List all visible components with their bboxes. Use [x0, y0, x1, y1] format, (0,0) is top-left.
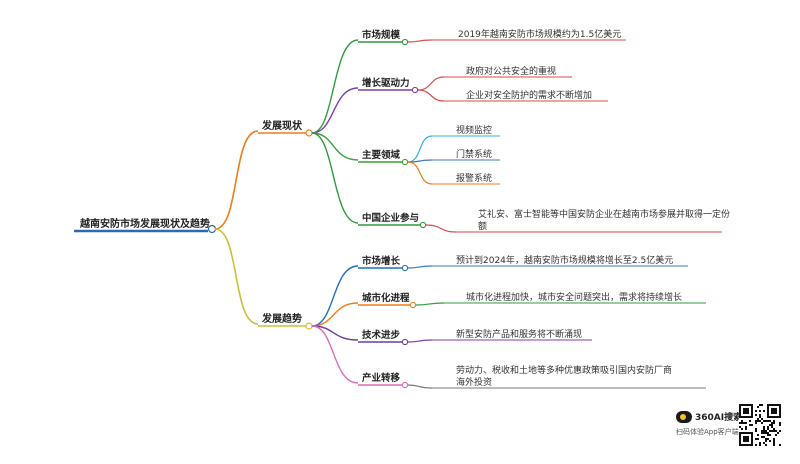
leaf-alarm-system: 报警系统	[432, 172, 500, 185]
node-label: 市场增长	[362, 255, 401, 267]
leaf-text: 艾礼安、富士智能等中国安防企业在越南市场参展并取得一定份额	[478, 208, 730, 232]
brand-tagline: 扫码体验App客户端	[676, 428, 739, 436]
branch-label: 发展趋势	[261, 312, 302, 325]
leaf-text: 门禁系统	[456, 148, 492, 160]
branch-current-status[interactable]: 发展现状	[258, 119, 313, 137]
node-growth-drivers[interactable]: 增长驱动力	[358, 77, 419, 94]
leaf-market-growth: 预计到2024年，越南安防市场规模将增长至2.5亿美元	[432, 254, 688, 267]
node-label: 市场规模	[362, 29, 401, 41]
leaf-text-line: 海外投资	[456, 376, 492, 388]
leaf-text: 新型安防产品和服务将不断涌现	[456, 328, 582, 340]
brand-name: 360AI搜索	[695, 413, 743, 423]
node-urbanization[interactable]: 城市化进程	[358, 292, 417, 309]
leaf-text: 报警系统	[456, 172, 492, 184]
brand-badge: 360AI搜索 扫码体验App客户端	[676, 410, 766, 437]
node-label: 技术进步	[362, 329, 401, 341]
leaf-urbanization: 城市化进程加快，城市安全问题突出，需求将持续增长	[444, 291, 706, 304]
leaf-chinese-enterprises: 艾礼安、富士智能等中国安防企业在越南市场参展并取得一定份额	[456, 208, 730, 233]
leaf-text-line: 艾礼安、富士智能等中国安防企业在越南市场参展并取得一定份	[478, 208, 730, 220]
node-main-fields[interactable]: 主要领域	[358, 149, 409, 166]
leaf-text-line: 额	[478, 220, 487, 232]
root-label: 越南安防市场发展现状及趋势	[79, 217, 210, 230]
node-label: 产业转移	[362, 372, 401, 384]
leaf-text: 劳动力、税收和土地等多种优惠政策吸引国内安防厂商海外投资	[456, 364, 672, 388]
node-industry-shift[interactable]: 产业转移	[358, 372, 409, 389]
leaf-text: 预计到2024年，越南安防市场规模将增长至2.5亿美元	[456, 254, 673, 266]
leaf-access-control: 门禁系统	[432, 148, 500, 161]
node-chinese-enterprises[interactable]: 中国企业参与	[358, 212, 427, 229]
leaf-driver-government: 政府对公共安全的重视	[444, 65, 572, 78]
leaf-market-size: 2019年越南安防市场规模约为1.5亿美元	[432, 28, 626, 41]
leaf-text-line: 劳动力、税收和土地等多种优惠政策吸引国内安防厂商	[456, 364, 672, 376]
node-label: 中国企业参与	[362, 212, 419, 224]
node-market-growth[interactable]: 市场增长	[358, 255, 409, 272]
branch-development-trend[interactable]: 发展趋势	[258, 312, 313, 330]
leaf-tech-progress: 新型安防产品和服务将不断涌现	[432, 328, 592, 341]
branch-label: 发展现状	[261, 119, 303, 132]
leaf-text: 城市化进程加快，城市安全问题突出，需求将持续增长	[466, 291, 682, 303]
node-tech-progress[interactable]: 技术进步	[358, 329, 409, 346]
leaf-text: 政府对公共安全的重视	[466, 65, 556, 77]
leaf-text: 视频监控	[456, 124, 492, 136]
leaf-text: 企业对安全防护的需求不断增加	[466, 89, 592, 101]
leaf-industry-shift: 劳动力、税收和土地等多种优惠政策吸引国内安防厂商海外投资	[432, 364, 706, 389]
leaf-text: 2019年越南安防市场规模约为1.5亿美元	[458, 28, 621, 40]
node-label: 城市化进程	[362, 292, 410, 304]
qr-code[interactable]	[739, 404, 781, 446]
node-label: 主要领域	[362, 149, 401, 161]
360-logo-icon	[676, 410, 692, 423]
leaf-driver-enterprise: 企业对安全防护的需求不断增加	[444, 89, 608, 102]
root-node[interactable]: 越南安防市场发展现状及趋势	[74, 217, 217, 234]
leaf-video-surveillance: 视频监控	[432, 124, 500, 137]
node-market-size[interactable]: 市场规模	[358, 29, 409, 46]
node-label: 增长驱动力	[362, 77, 410, 89]
